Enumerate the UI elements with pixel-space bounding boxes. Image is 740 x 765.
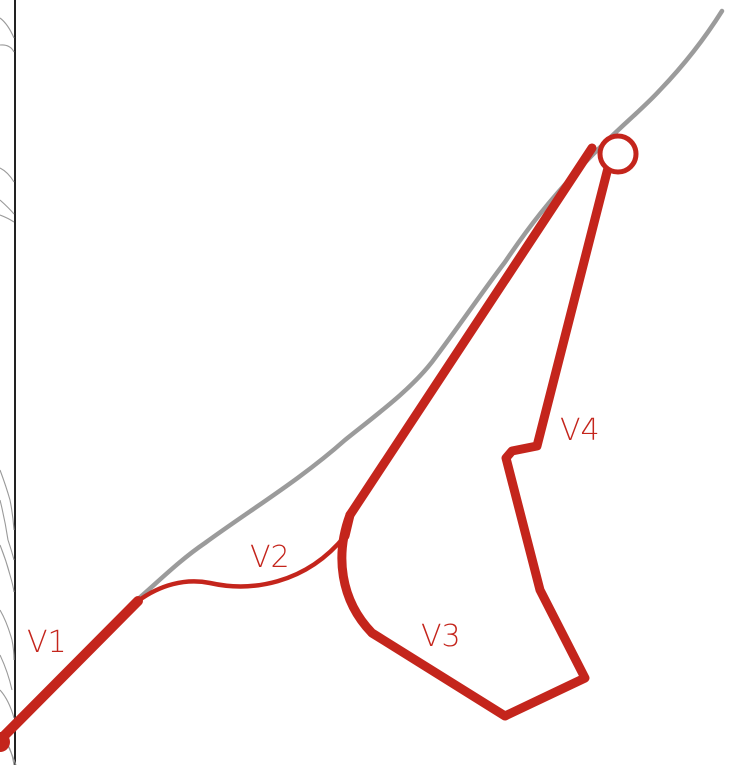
route-v3-line[interactable]	[337, 163, 613, 721]
route-main-diagonal[interactable]	[340, 143, 597, 541]
route-v2-label: V2	[250, 540, 290, 575]
terrain-contours	[0, 17, 17, 765]
route-v3-label: V3	[421, 619, 461, 654]
route-v2-line[interactable]	[135, 533, 348, 604]
shoreline-path	[134, 8, 725, 603]
route-v1-start-marker	[0, 732, 10, 752]
route-v1-label: V1	[27, 625, 67, 660]
route-v4-label: V4	[560, 413, 600, 448]
route-v1-line[interactable]	[0, 596, 143, 745]
route-endpoint-marker[interactable]	[597, 133, 639, 175]
